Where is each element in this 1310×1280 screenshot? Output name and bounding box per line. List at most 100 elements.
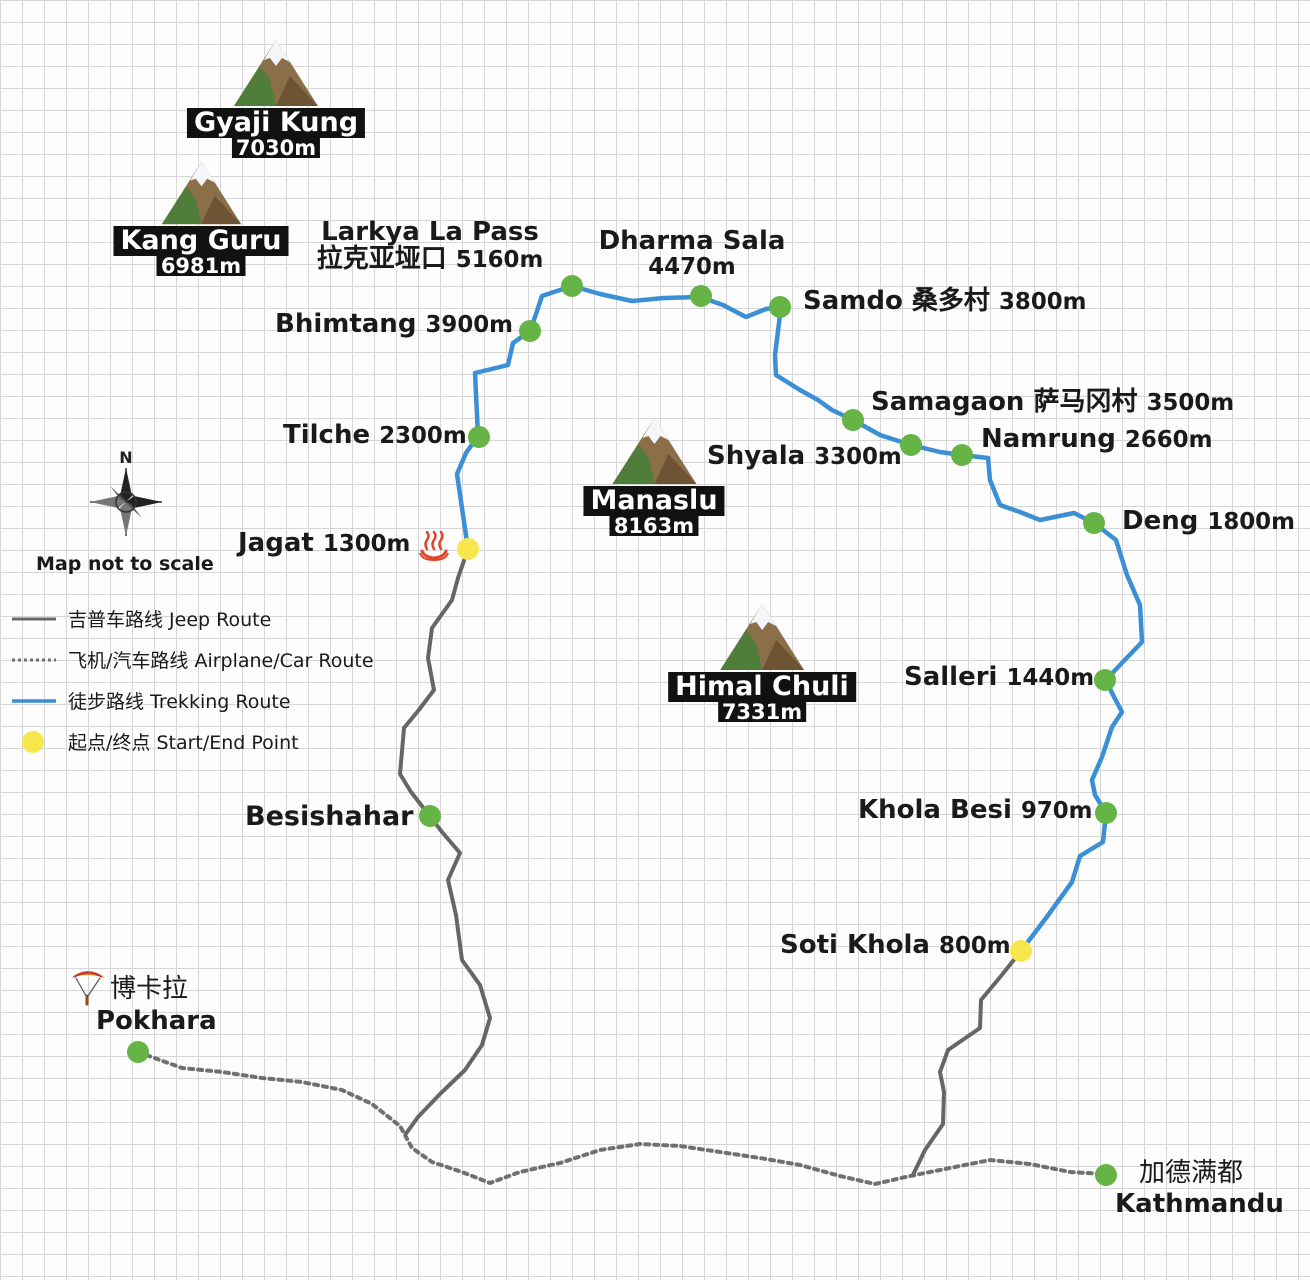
salleri-name: Salleri <box>904 662 998 692</box>
jagat-name: Jagat <box>238 528 314 558</box>
besishahar-name: Besishahar <box>245 801 414 832</box>
peak-himal-chuli: Himal Chuli 7331m <box>668 600 856 723</box>
label-pokhara: Pokhara <box>96 1006 217 1036</box>
waypoint-khola-besi <box>1095 802 1117 824</box>
shyala-alt: 3300m <box>814 444 902 470</box>
peak-altitude: 7331m <box>717 702 807 723</box>
waypoint-shyala <box>900 434 922 456</box>
legend-item-air-car: 飞机/汽车路线 Airplane/Car Route <box>12 639 374 680</box>
label-salleri: Salleri 1440m <box>904 662 1095 692</box>
tilche-name: Tilche <box>283 420 371 450</box>
peak-name: Himal Chuli <box>668 672 856 702</box>
label-besishahar: Besishahar <box>245 801 414 832</box>
shyala-name: Shyala <box>707 441 806 471</box>
mountain-icon <box>719 604 804 670</box>
jeep-route-west <box>398 548 492 1137</box>
deng-name: Deng <box>1122 506 1199 536</box>
label-deng: Deng 1800m <box>1122 506 1295 536</box>
label-khola-besi: Khola Besi 970m <box>858 795 1093 825</box>
jeep-route-swatch <box>12 617 56 620</box>
waypoint-namrung <box>951 444 973 466</box>
peak-kang-guru: Kang Guru 6981m <box>113 158 289 277</box>
soti-khola-alt: 800m <box>939 933 1011 959</box>
larkya-cn: 拉克亚垭口 <box>316 244 447 275</box>
label-pokhara-cn: 博卡拉 <box>110 974 189 1004</box>
peak-name: Gyaji Kung <box>186 108 366 138</box>
air-car-route-swatch <box>12 658 56 661</box>
waypoint-deng <box>1083 512 1105 534</box>
jeep-route-east <box>910 949 1023 1178</box>
tilche-alt: 2300m <box>379 423 467 449</box>
bhimtang-alt: 3900m <box>425 312 514 338</box>
larkya-name: Larkya La Pass <box>321 217 539 247</box>
salleri-alt: 1440m <box>1006 665 1095 691</box>
namrung-alt: 2660m <box>1124 427 1213 453</box>
waypoint-kathmandu <box>1095 1164 1117 1186</box>
samdo-name: Samdo <box>803 286 903 316</box>
waypoint-tilche <box>468 426 490 448</box>
scale-note: Map not to scale <box>36 553 214 575</box>
label-namrung: Namrung 2660m <box>981 424 1213 454</box>
waypoint-salleri <box>1094 669 1116 691</box>
deng-alt: 1800m <box>1207 509 1295 535</box>
label-kathmandu: Kathmandu <box>1115 1189 1284 1219</box>
mountain-icon <box>161 161 241 225</box>
samdo-alt: 3800m <box>998 289 1087 315</box>
legend-label: 吉普车路线 Jeep Route <box>68 609 272 631</box>
peak-altitude: 6981m <box>156 256 246 277</box>
peak-altitude: 8163m <box>609 516 699 537</box>
bhimtang-name: Bhimtang <box>275 309 417 339</box>
waypoint-larkya-la-pass <box>561 275 583 297</box>
label-tilche: Tilche 2300m <box>283 420 467 450</box>
trekking-route <box>454 283 1145 953</box>
larkya-alt: 5160m <box>455 247 544 274</box>
legend-label: 起点/终点 Start/End Point <box>68 732 299 754</box>
namrung-name: Namrung <box>981 424 1116 454</box>
legend-item-trekking: 徒步路线 Trekking Route <box>12 680 374 721</box>
peak-name: Kang Guru <box>113 226 289 256</box>
legend-item-start-end: 起点/终点 Start/End Point <box>12 721 374 762</box>
waypoint-bhimtang <box>519 320 541 342</box>
label-jagat: Jagat 1300m <box>238 528 410 558</box>
peak-name: Manaslu <box>583 486 725 516</box>
legend-label: 飞机/汽车路线 Airplane/Car Route <box>68 650 374 672</box>
label-soti-khola: Soti Khola 800m <box>780 930 1011 960</box>
label-dharma-sala: Dharma Sala 4470m <box>599 227 786 281</box>
waypoint-dharma-sala <box>690 285 712 307</box>
hot-spring-icon <box>419 531 449 561</box>
label-samdo: Samdo 桑多村 3800m <box>803 286 1087 316</box>
label-samagaon: Samagaon 萨马冈村 3500m <box>871 387 1235 417</box>
mountain-icon <box>233 40 318 106</box>
paraglider-icon <box>71 971 105 1006</box>
start-end-swatch <box>22 730 44 753</box>
samagaon-cn: 萨马冈村 <box>1033 387 1138 417</box>
label-shyala: Shyala 3300m <box>707 441 902 471</box>
waypoint-pokhara <box>127 1041 149 1063</box>
samagaon-alt: 3500m <box>1146 390 1235 416</box>
label-kathmandu-cn: 加德满都 <box>1139 1158 1244 1188</box>
waypoint-besishahar <box>419 805 441 827</box>
end-point-soti-khola <box>1010 940 1032 962</box>
soti-khola-name: Soti Khola <box>780 930 930 960</box>
legend-item-jeep: 吉普车路线 Jeep Route <box>12 598 374 639</box>
peak-altitude: 7030m <box>231 138 321 159</box>
label-larkya-la-pass: Larkya La Pass 拉克亚垭口 5160m <box>316 217 544 275</box>
dharma-sala-alt: 4470m <box>648 254 736 281</box>
legend-label: 徒步路线 Trekking Route <box>68 691 291 713</box>
khola-besi-alt: 970m <box>1020 798 1093 824</box>
peak-manaslu: Manaslu 8163m <box>583 414 725 537</box>
mountain-icon <box>611 418 696 484</box>
start-point-jagat <box>457 538 479 560</box>
samagaon-name: Samagaon <box>871 387 1025 417</box>
compass-north-label: N <box>119 448 133 467</box>
compass-rose-icon <box>90 468 162 536</box>
compass: N <box>88 450 164 542</box>
samdo-cn: 桑多村 <box>911 286 990 316</box>
waypoint-samagaon <box>842 409 864 431</box>
khola-besi-name: Khola Besi <box>858 795 1012 825</box>
legend: 吉普车路线 Jeep Route 飞机/汽车路线 Airplane/Car Ro… <box>12 598 374 762</box>
label-bhimtang: Bhimtang 3900m <box>275 309 514 339</box>
trekking-route-swatch <box>12 698 56 703</box>
